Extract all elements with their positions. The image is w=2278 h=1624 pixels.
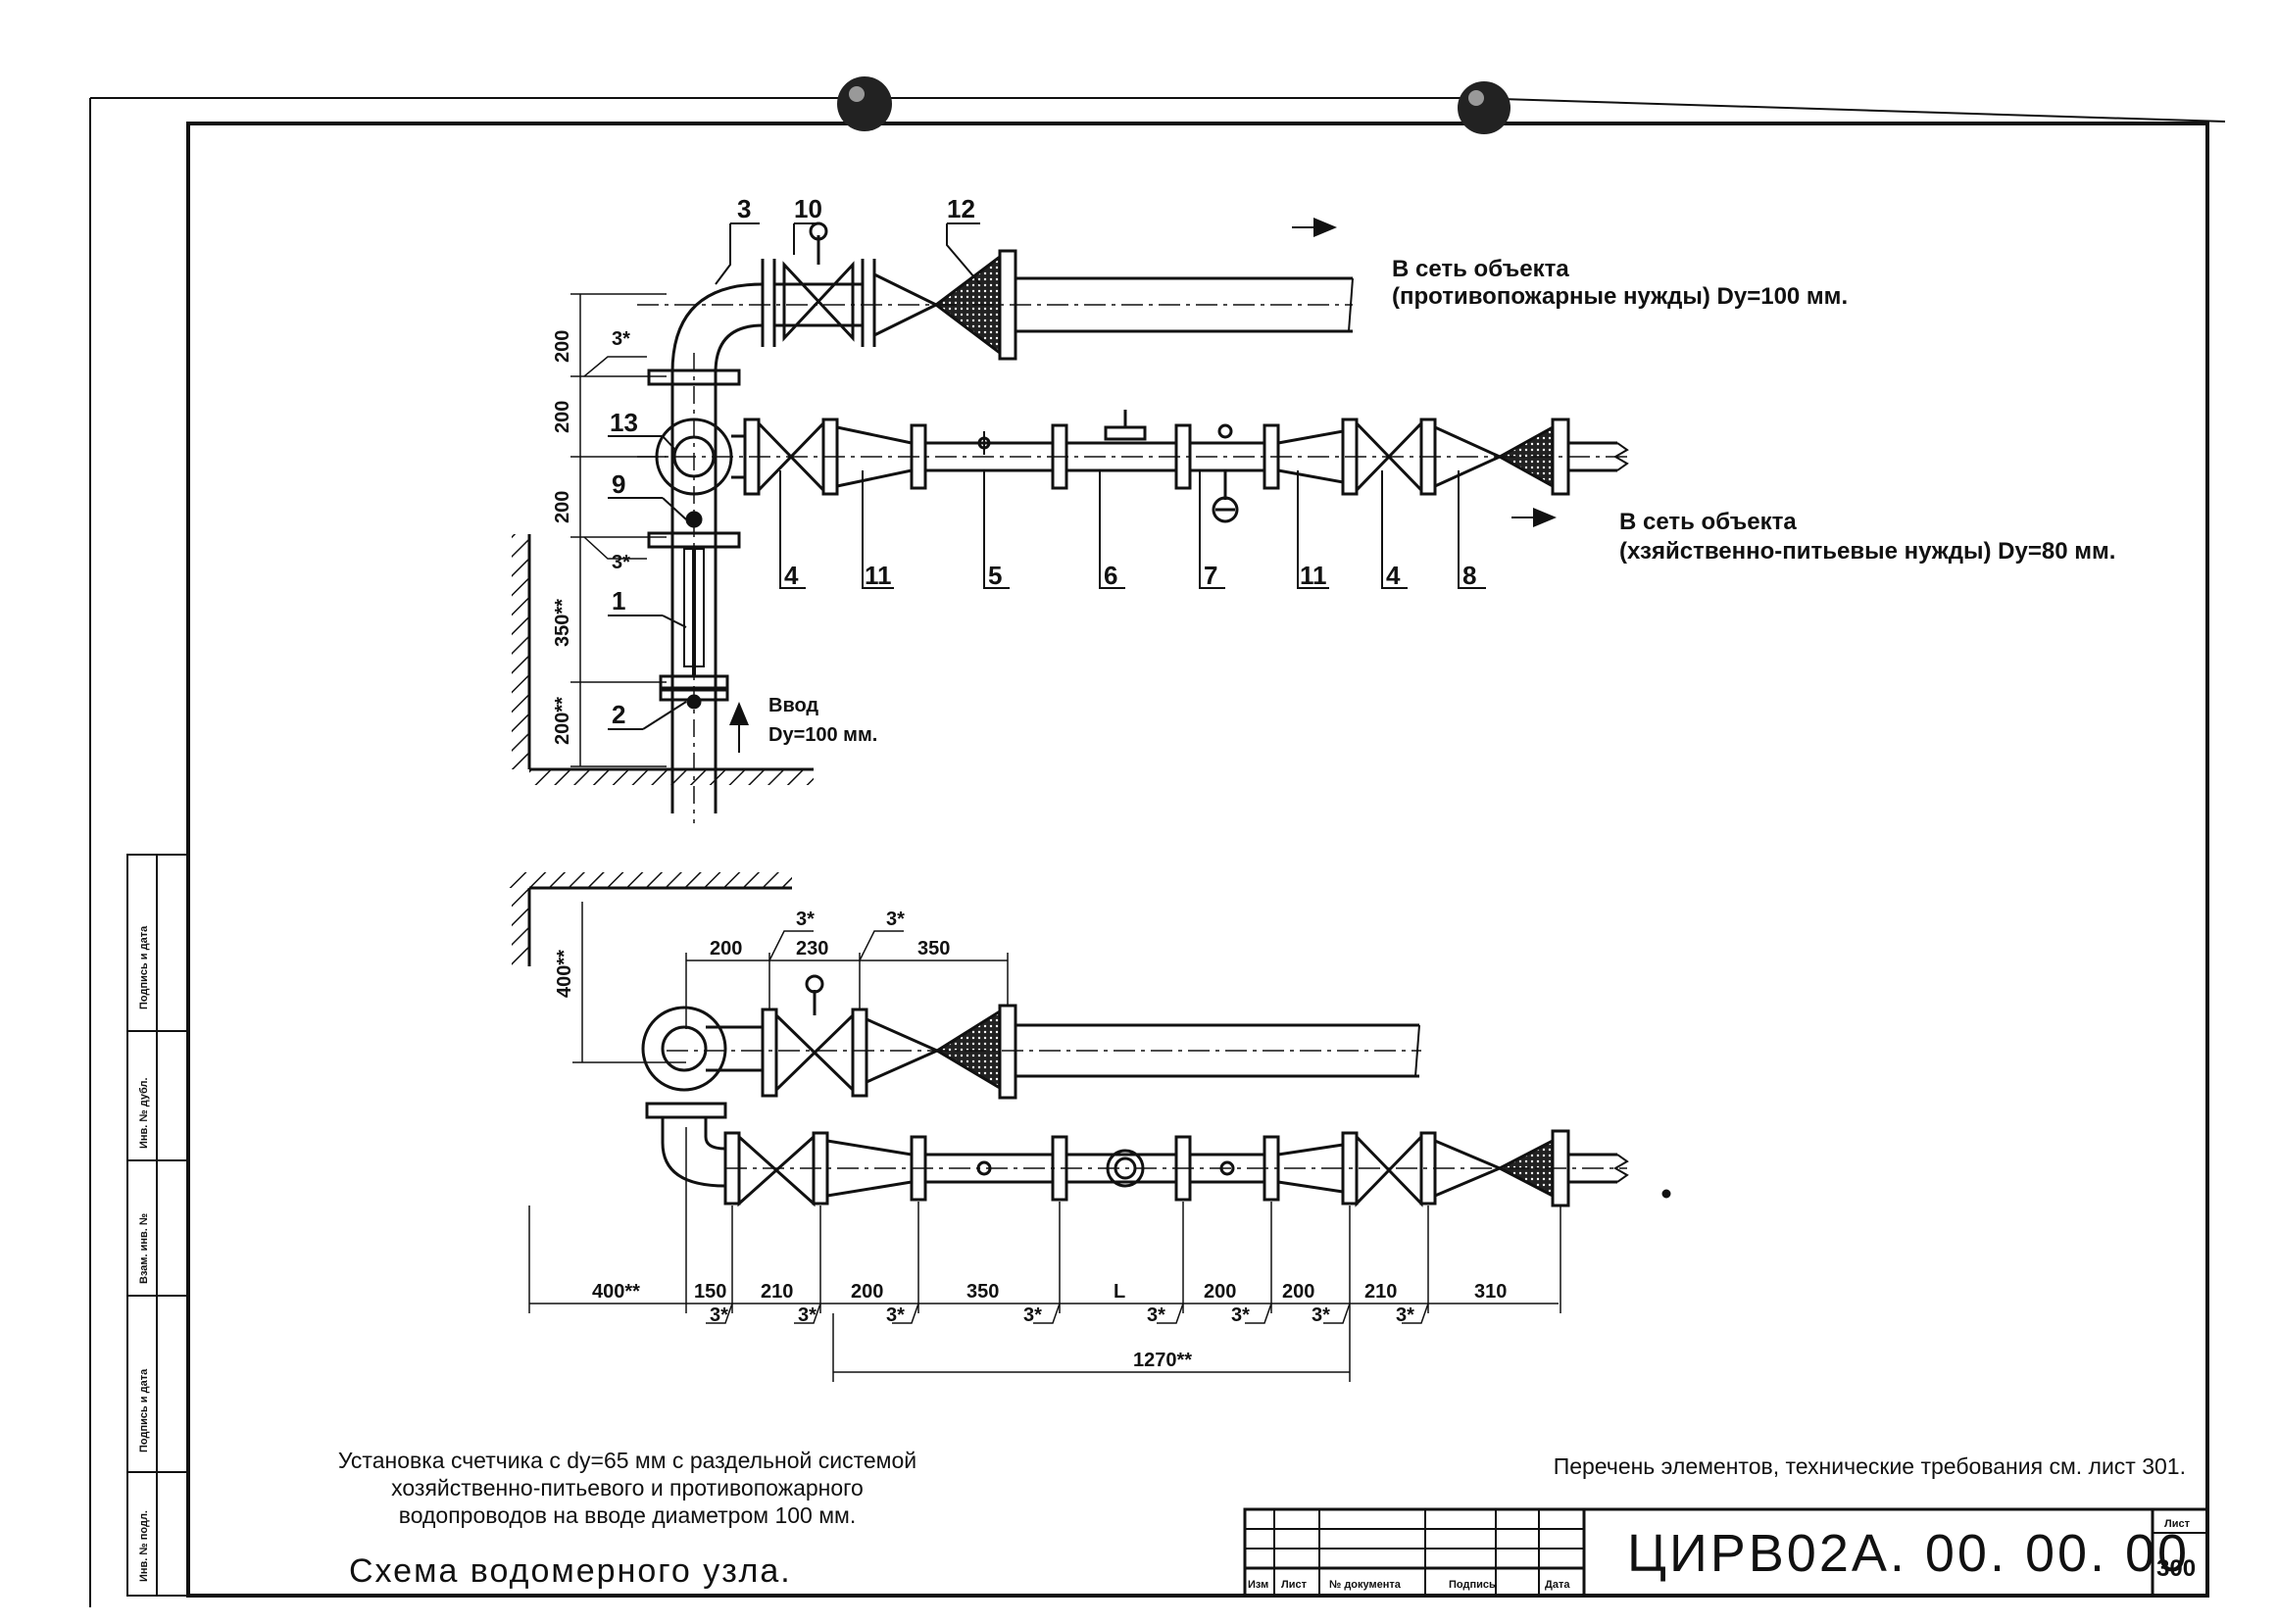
dim-b-slope8: 3* xyxy=(1396,1304,1414,1326)
callout-1: 1 xyxy=(612,586,625,615)
callout-3: 3 xyxy=(737,194,751,223)
fire-outlet-line2: (противопожарные нужды) Dy=100 мм. xyxy=(1392,283,1848,310)
dim-b-slope7: 3* xyxy=(1312,1304,1330,1326)
col-doc: № документа xyxy=(1329,1579,1402,1591)
callout-6: 6 xyxy=(1104,561,1117,590)
dim-200-top: 200 xyxy=(710,938,742,960)
dim-slope-top2: 3* xyxy=(886,909,905,930)
dim-b-200c: 200 xyxy=(1282,1281,1314,1303)
callout-10: 10 xyxy=(794,194,822,223)
callout-11-left: 11 xyxy=(865,561,892,590)
dim-400-vertical: 400** xyxy=(554,950,575,998)
dim-b-slope3: 3* xyxy=(886,1304,905,1326)
bottom-diagram xyxy=(508,872,1671,1382)
side-field-signature-top: Подпись и дата xyxy=(138,925,150,1009)
dim-b-slope2: 3* xyxy=(798,1304,817,1326)
dim-b-1270: 1270** xyxy=(1133,1350,1192,1371)
side-stamp xyxy=(126,854,189,1597)
dim-b-210b: 210 xyxy=(1364,1281,1397,1303)
callout-5: 5 xyxy=(988,561,1002,590)
sheet-label: Лист xyxy=(2164,1518,2191,1530)
top-diagram xyxy=(512,218,1629,823)
inlet-line2: Dy=100 мм. xyxy=(768,724,877,746)
dim-slope-a: 3* xyxy=(612,328,630,350)
dim-b-slope5: 3* xyxy=(1147,1304,1165,1326)
dim-350-top: 350 xyxy=(917,938,950,960)
description-line3: водопроводов на вводе диаметром 100 мм. xyxy=(398,1502,857,1528)
dim-b-150: 150 xyxy=(694,1281,726,1303)
dim-b-210a: 210 xyxy=(761,1281,793,1303)
callout-8: 8 xyxy=(1462,561,1476,590)
side-field-orig-inv: Инв. № подл. xyxy=(138,1510,150,1582)
dim-b-200a: 200 xyxy=(851,1281,883,1303)
callout-11-right: 11 xyxy=(1300,561,1327,590)
side-field-dup-inv: Инв. № дубл. xyxy=(138,1077,150,1149)
dim-b-slope1: 3* xyxy=(710,1304,728,1326)
dim-b-slope6: 3* xyxy=(1231,1304,1250,1326)
callout-4-left: 4 xyxy=(784,561,799,590)
dim-slope-b: 3* xyxy=(612,552,630,573)
col-sign: Подпись xyxy=(1449,1579,1496,1591)
drink-outlet-line1: В сеть объекта xyxy=(1619,509,1797,535)
dim-b-slope4: 3* xyxy=(1023,1304,1042,1326)
wall-hatch-vertical xyxy=(512,534,529,769)
callout-7: 7 xyxy=(1204,561,1217,590)
dim-b-310: 310 xyxy=(1474,1281,1507,1303)
dim-200-b: 200 xyxy=(552,401,573,433)
pin-right xyxy=(1458,81,1510,134)
dim-b-L: L xyxy=(1114,1281,1125,1303)
dim-230-top: 230 xyxy=(796,938,828,960)
pin-left xyxy=(837,76,892,131)
callout-13: 13 xyxy=(610,408,638,437)
title-block xyxy=(1243,1507,2209,1598)
dim-b-350: 350 xyxy=(966,1281,999,1303)
callout-9: 9 xyxy=(612,469,625,499)
col-date: Дата xyxy=(1545,1579,1570,1591)
drawing-code: ЦИРВ02А. 00. 00. 00 xyxy=(1627,1524,2191,1583)
reference-note: Перечень элементов, технические требован… xyxy=(1553,1453,2186,1479)
dim-b-400: 400** xyxy=(592,1281,640,1303)
description-line1: Установка счетчика с dy=65 мм с раздельн… xyxy=(337,1448,917,1473)
callout-4-right: 4 xyxy=(1386,561,1401,590)
sheet-number: 300 xyxy=(2156,1555,2196,1582)
description-note: Установка счетчика с dy=65 мм с раздельн… xyxy=(284,1447,970,1529)
col-list: Лист xyxy=(1281,1579,1308,1591)
dim-350: 350** xyxy=(552,599,573,647)
side-field-replace-inv: Взам. инв. № xyxy=(138,1213,150,1284)
dim-slope-top1: 3* xyxy=(796,909,815,930)
fire-outlet-line1: В сеть объекта xyxy=(1392,256,1569,282)
callout-12: 12 xyxy=(947,194,975,223)
drink-outlet-line2: (хзяйственно-питьевые нужды) Dy=80 мм. xyxy=(1619,538,2115,565)
sheet-frame xyxy=(89,97,2226,1607)
dim-b-200b: 200 xyxy=(1204,1281,1236,1303)
callout-2: 2 xyxy=(612,700,625,729)
dim-200-d: 200** xyxy=(552,697,573,745)
dim-200-a: 200 xyxy=(552,330,573,363)
description-line2: хозяйственно-питьевого и противопожарног… xyxy=(391,1475,864,1501)
drawing-title: Схема водомерного узла. xyxy=(349,1552,792,1590)
dim-200-c: 200 xyxy=(552,491,573,523)
col-izm: Изм xyxy=(1248,1579,1268,1591)
side-field-signature-bottom: Подпись и дата xyxy=(138,1368,150,1452)
inlet-line1: Ввод xyxy=(768,695,818,716)
